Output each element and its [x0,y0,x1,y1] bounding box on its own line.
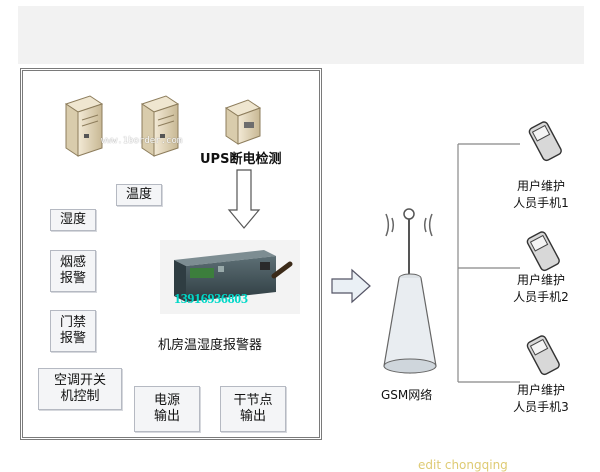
alarm-device-icon [160,240,300,314]
ups-icon [224,99,262,145]
power-output-label: 电源 输出 [134,386,200,432]
bottom-watermark: edit chongqing [418,458,508,472]
server-icon-1 [64,95,104,157]
device-caption: 机房温湿度报警器 [158,338,263,353]
humidity-label: 湿度 [50,209,96,231]
gsm-tower-icon [383,208,437,374]
gsm-network-caption: GSM网络 [381,388,433,402]
top-banner [18,6,584,64]
down-arrow-icon [227,169,261,229]
aircon-control-label: 空调开关 机控制 [38,368,122,410]
phone-links [457,143,520,383]
device-phone-number: 13916936803 [174,292,248,307]
temperature-label: 温度 [116,184,162,206]
user-phone-label-2: 用户维护 人员手机2 [513,273,569,304]
right-arrow-icon [331,268,371,304]
dry-contact-output-label: 干节点 输出 [220,386,286,432]
mobile-phone-icon-3 [526,335,560,376]
mobile-phone-icon-2 [526,231,560,272]
user-phone-label-1: 用户维护 人员手机1 [513,179,569,210]
user-phone-label-3: 用户维护 人员手机3 [513,383,569,414]
smoke-alarm-label: 烟感 报警 [50,250,96,292]
ups-label: UPS断电检测 [200,152,282,167]
server-icon-2 [140,95,180,157]
door-alarm-label: 门禁 报警 [50,310,96,352]
mobile-phone-icon-1 [528,121,562,162]
watermark-text: www.1border.com [101,136,183,146]
